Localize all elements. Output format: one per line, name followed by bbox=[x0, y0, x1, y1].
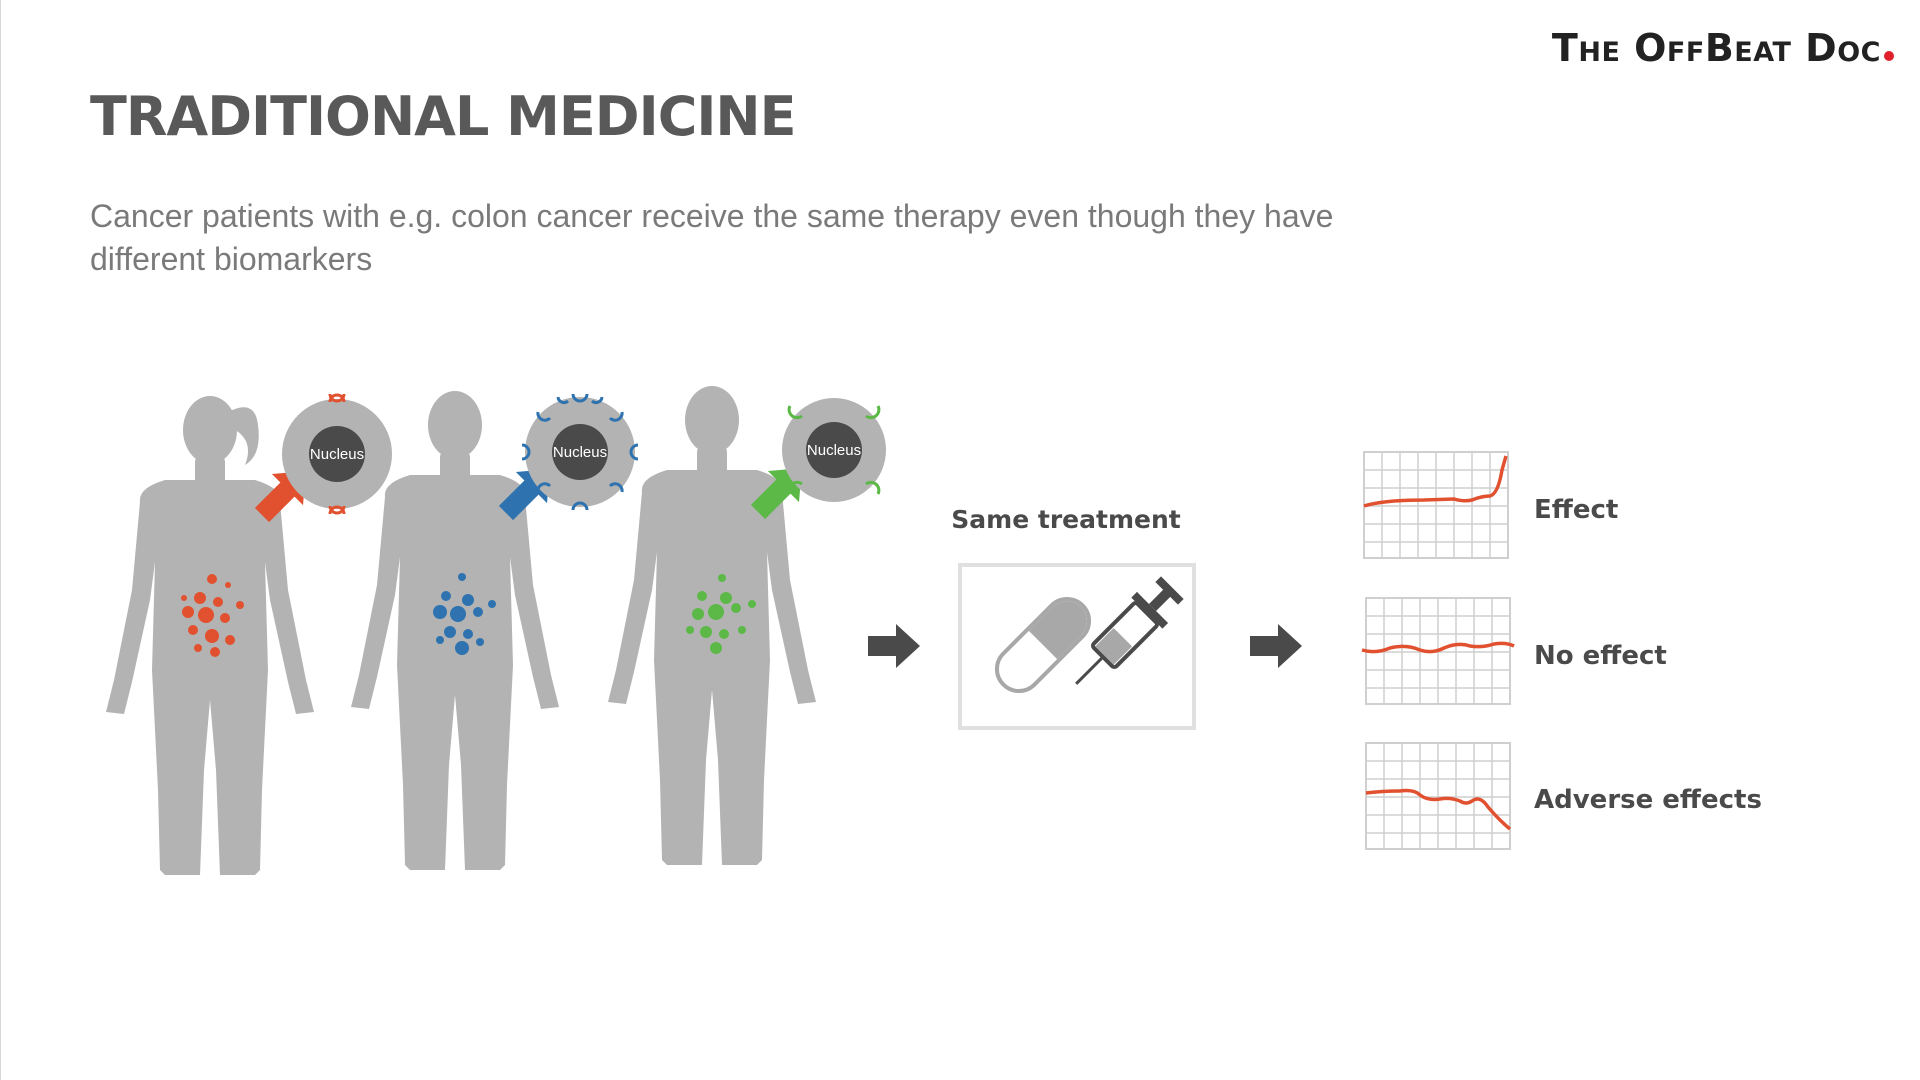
outcome-label-effect: Effect bbox=[1534, 495, 1618, 525]
nucleus-label-1: Nucleus bbox=[310, 446, 364, 463]
outcome-adverse-chart bbox=[1366, 743, 1510, 849]
outcome-no-effect-chart bbox=[1362, 598, 1514, 704]
treatment-label: Same treatment bbox=[951, 505, 1180, 534]
outcome-label-adverse: Adverse effects bbox=[1534, 785, 1762, 815]
outcome-effect-chart bbox=[1364, 452, 1508, 558]
arrow-right-icon bbox=[1250, 624, 1302, 668]
cell-3: Nucleus bbox=[782, 398, 886, 502]
outcome-label-no-effect: No effect bbox=[1534, 641, 1667, 671]
nucleus-label-3: Nucleus bbox=[807, 442, 861, 459]
arrow-right-icon bbox=[868, 624, 920, 668]
nucleus-label-2: Nucleus bbox=[553, 444, 607, 461]
treatment-box bbox=[960, 565, 1194, 728]
